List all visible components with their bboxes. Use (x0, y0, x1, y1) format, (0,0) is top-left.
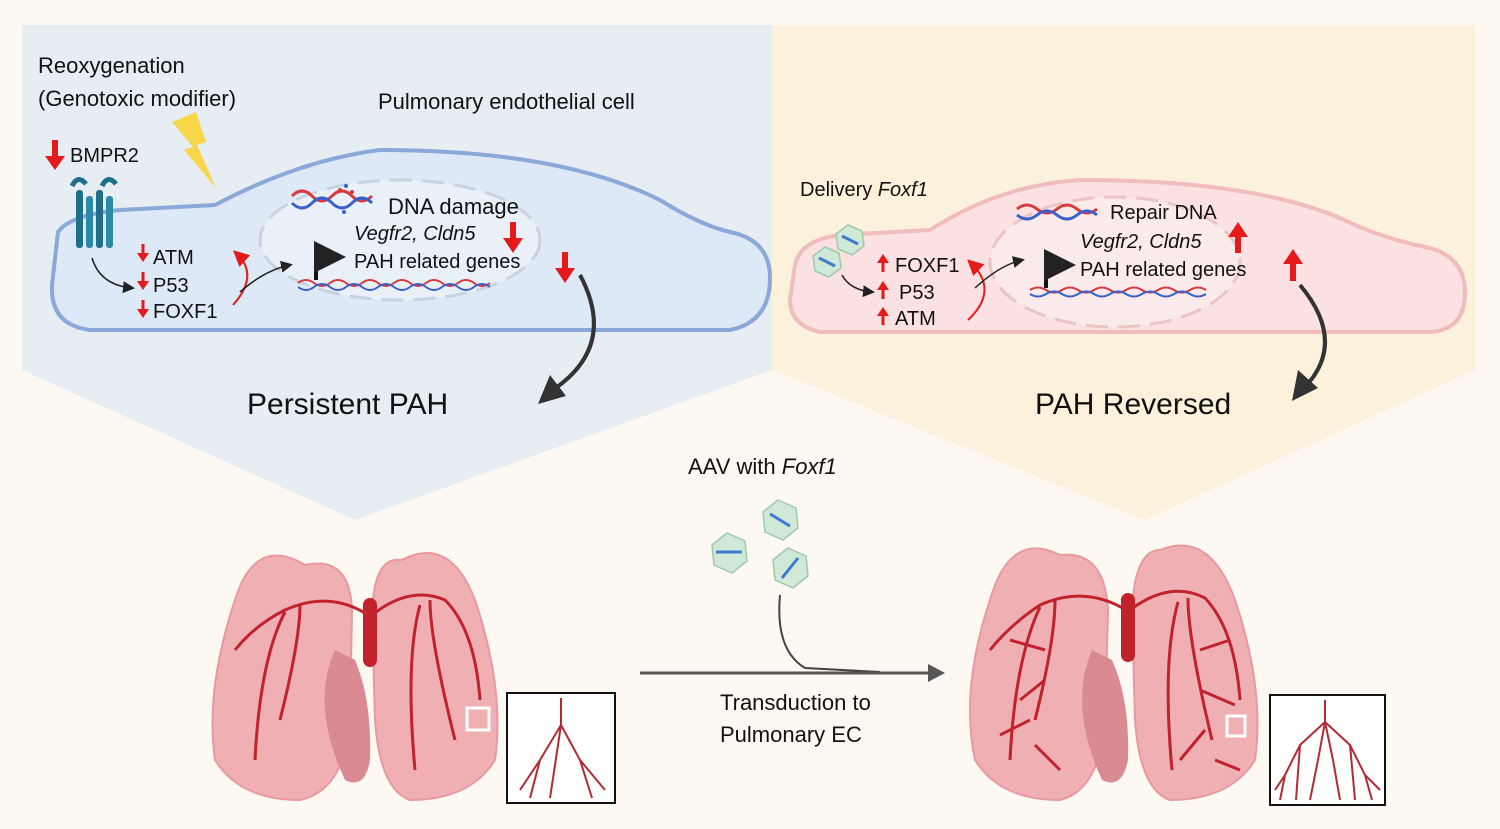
repaired-dna-icon (1016, 203, 1098, 221)
atm-up-arrow-icon (877, 307, 889, 325)
right-genes-italic-label: Vegfr2, Cldn5 (1080, 231, 1202, 253)
right-vessel-inset (1269, 694, 1386, 806)
aav-label: AAV with Foxf1 (688, 456, 837, 478)
vegfr2-up-arrow-icon (1228, 222, 1248, 253)
lightning-icon (172, 112, 216, 188)
foxf1-feedback-arrow (232, 250, 251, 306)
bmpr2-receptor-icon (69, 177, 118, 248)
atm-feedback-arrow (967, 259, 986, 321)
left-lungs-illustration (211, 552, 499, 802)
aav-gene: Foxf1 (781, 454, 837, 479)
left-genes-italic-label: Vegfr2, Cldn5 (354, 223, 476, 245)
right-zoom-marker (1225, 714, 1247, 738)
delivery-label: Delivery Foxf1 (800, 180, 928, 200)
right-cascade-atm: ATM (895, 308, 936, 330)
vegfr2-down-arrow-icon (503, 222, 523, 253)
aav-capsid-icon (812, 224, 865, 278)
pah-genes-down-arrow-icon (555, 252, 575, 283)
dna-damage-label: DNA damage (388, 194, 519, 219)
bmpr2-to-cascade-arrow (91, 257, 135, 294)
transduction-label-line1: Transduction to (720, 690, 871, 715)
right-gene-dna-strand-icon (1029, 286, 1207, 298)
gene-dna-strand-icon (297, 279, 491, 291)
delivery-gene: Foxf1 (877, 179, 928, 201)
right-pah-genes-label: PAH related genes (1080, 259, 1247, 281)
modifier-label-line2: (Genotoxic modifier) (38, 86, 237, 111)
transduction-label-line2: Pulmonary EC (720, 722, 862, 747)
persistent-pah-label: Persistent PAH (247, 388, 449, 421)
left-zoom-marker (465, 706, 491, 732)
left-promoter-arrow-icon (314, 241, 346, 280)
damaged-dna-icon (290, 184, 374, 214)
right-cascade-to-nucleus-arrow (974, 256, 1025, 289)
aav-prefix: AAV with (688, 454, 782, 479)
left-vessel-inset (506, 692, 616, 804)
cascade-to-nucleus-arrow (239, 260, 293, 293)
right-nucleus (988, 195, 1242, 329)
cell-type-label: Pulmonary endothelial cell (378, 89, 635, 114)
bmpr2-down-arrow-icon (45, 140, 65, 170)
left-cascade-foxf1: FOXF1 (153, 301, 218, 323)
p53-down-arrow-icon (137, 272, 149, 290)
right-cascade-p53: P53 (899, 282, 935, 304)
aav-particles-icon (711, 499, 809, 589)
foxf1-up-arrow-icon (877, 254, 889, 272)
atm-down-arrow-icon (137, 244, 149, 262)
left-cascade-p53: P53 (153, 275, 189, 297)
left-outcome-arrow (543, 274, 596, 397)
pah-genes-up-arrow-icon (1283, 249, 1303, 281)
modifier-label-line1: Reoxygenation (38, 53, 185, 78)
pah-reversed-label: PAH Reversed (1035, 388, 1232, 421)
aav-to-cascade-arrow (841, 274, 875, 298)
right-promoter-arrow-icon (1044, 249, 1076, 288)
repair-dna-label: Repair DNA (1110, 202, 1217, 224)
aav-to-transduction-curve (778, 594, 881, 673)
left-cascade-atm: ATM (153, 247, 194, 269)
foxf1-down-arrow-icon (137, 300, 149, 318)
p53-up-arrow-icon (877, 281, 889, 299)
left-pah-genes-label: PAH related genes (354, 251, 521, 273)
bmpr2-label: BMPR2 (70, 145, 139, 167)
right-cascade-foxf1: FOXF1 (895, 255, 960, 277)
delivery-prefix: Delivery (800, 179, 878, 201)
